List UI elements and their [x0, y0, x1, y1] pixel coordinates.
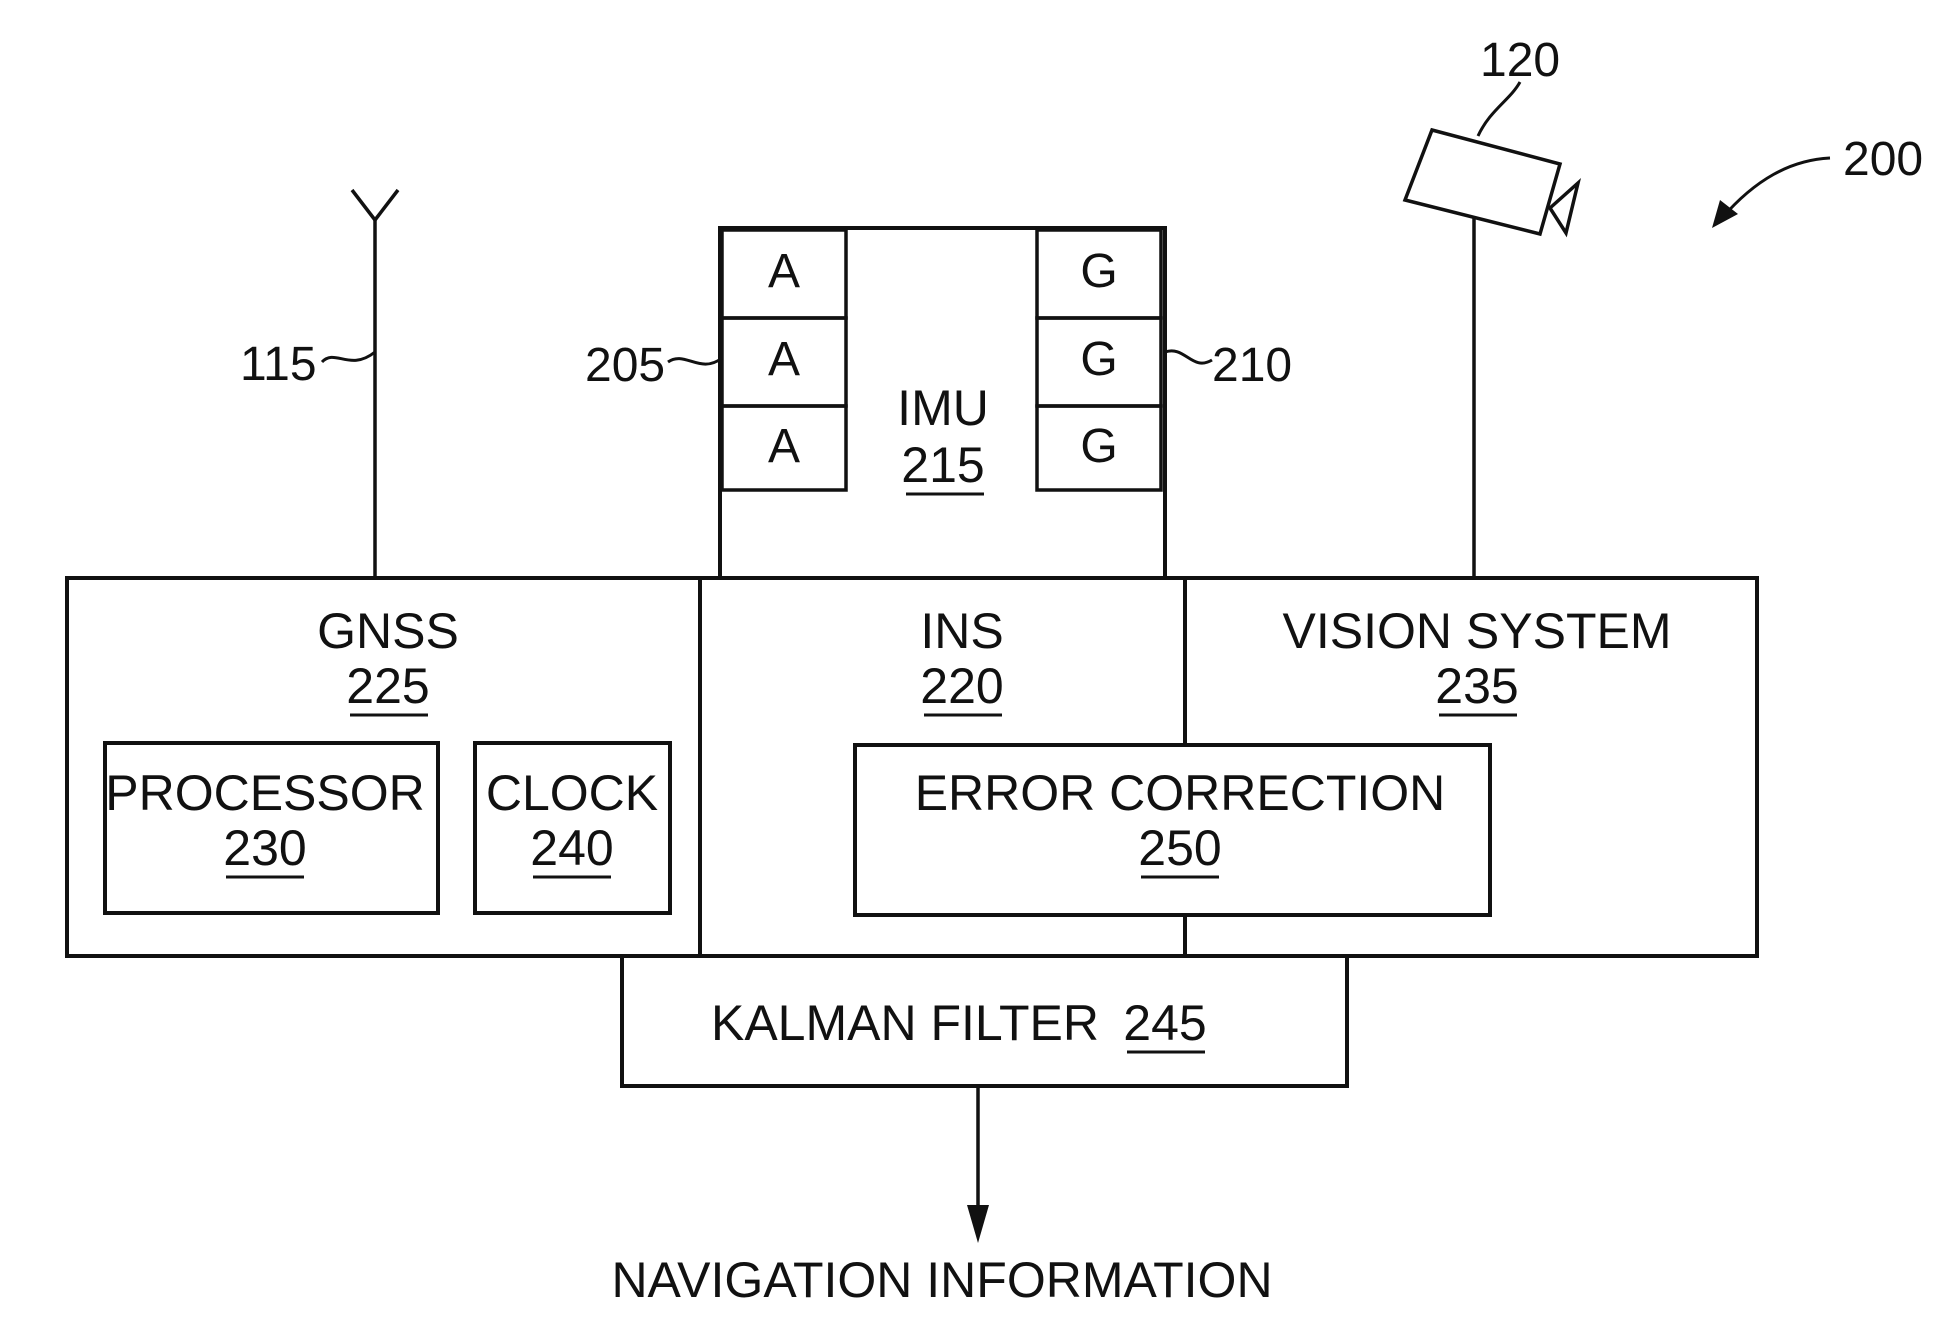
gnss-ref: 225 — [346, 658, 429, 714]
antenna-ref: 115 — [240, 338, 317, 391]
camera-ref: 120 — [1480, 34, 1560, 87]
imu-title: IMU — [897, 380, 989, 436]
accelerometer-cell: A — [768, 245, 800, 298]
figure-ref-group: 200 — [1712, 133, 1923, 228]
gyroscope-stack: G G G — [1037, 230, 1161, 490]
ins-title: INS — [920, 603, 1003, 659]
gyroscope-ref-leader — [1165, 351, 1212, 363]
gyroscope-cell: G — [1080, 420, 1117, 473]
vision-ref: 235 — [1435, 658, 1518, 714]
gyroscope-ref: 210 — [1212, 339, 1292, 392]
kalman-filter-title: KALMAN FILTER — [711, 995, 1099, 1051]
imu-ref: 215 — [901, 437, 984, 493]
output-arrowhead — [967, 1205, 989, 1243]
processor-ref: 230 — [223, 820, 306, 876]
antenna-icon — [352, 190, 398, 578]
ins-ref: 220 — [920, 658, 1003, 714]
figure-ref: 200 — [1843, 133, 1923, 186]
accelerometer-ref: 205 — [585, 339, 665, 392]
accelerometer-cell: A — [768, 333, 800, 386]
error-correction-ref: 250 — [1138, 820, 1221, 876]
gyroscope-cell: G — [1080, 333, 1117, 386]
clock-title: CLOCK — [486, 765, 658, 821]
gnss-title: GNSS — [317, 603, 459, 659]
figure-ref-arrow — [1722, 158, 1830, 218]
vision-title: VISION SYSTEM — [1283, 603, 1672, 659]
antenna-ref-leader — [322, 352, 375, 362]
kalman-filter-ref: 245 — [1123, 995, 1206, 1051]
processor-title: PROCESSOR — [105, 765, 425, 821]
navigation-information-label: NAVIGATION INFORMATION — [611, 1252, 1272, 1308]
camera-icon — [1405, 130, 1578, 578]
accelerometer-ref-leader — [668, 358, 722, 364]
error-correction-title: ERROR CORRECTION — [915, 765, 1446, 821]
accelerometer-stack: A A A — [722, 230, 846, 490]
accelerometer-cell: A — [768, 420, 800, 473]
gyroscope-cell: G — [1080, 245, 1117, 298]
camera-ref-leader — [1478, 82, 1520, 136]
clock-ref: 240 — [530, 820, 613, 876]
